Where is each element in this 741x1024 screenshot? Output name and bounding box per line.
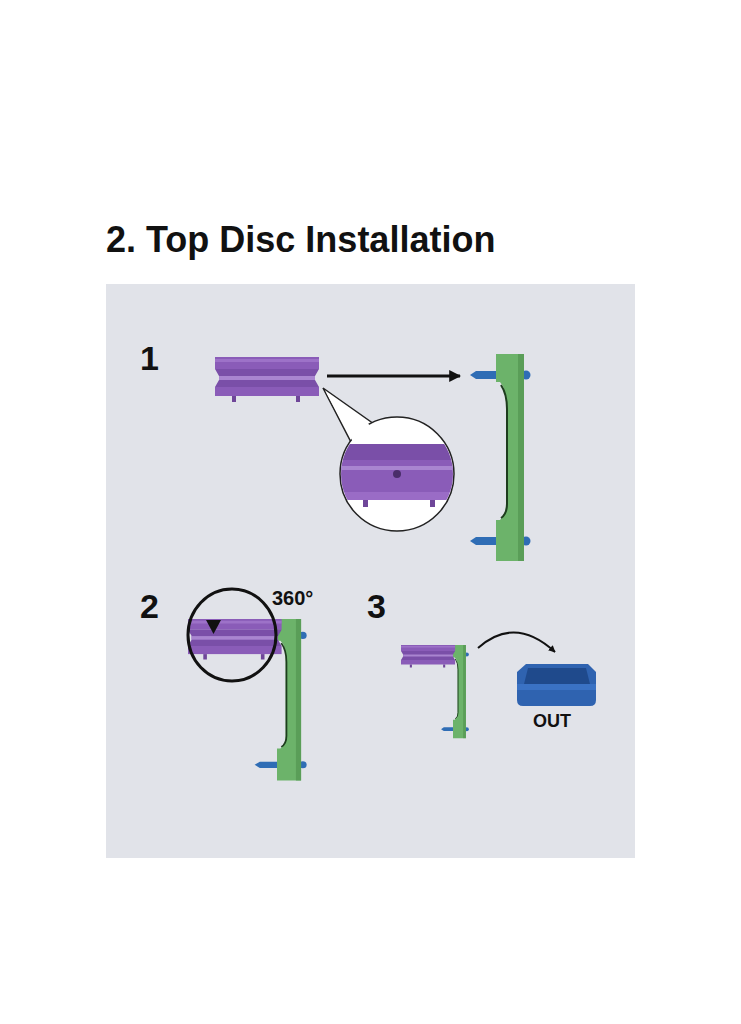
bin-label: OUT bbox=[533, 712, 571, 732]
bracket bbox=[470, 354, 531, 561]
out-bin bbox=[517, 664, 596, 706]
zoom-band bbox=[338, 460, 458, 492]
callout-join bbox=[326, 392, 371, 442]
zoom-detail bbox=[338, 444, 458, 507]
top-disc bbox=[401, 645, 455, 668]
step-number: 2 bbox=[140, 588, 159, 625]
rotation-arrowhead bbox=[206, 620, 221, 634]
rotation-label: 360° bbox=[272, 587, 313, 609]
bin-body bbox=[517, 664, 596, 706]
zoom-leg bbox=[430, 500, 435, 507]
bin-inside bbox=[524, 668, 590, 684]
panel bbox=[106, 284, 635, 858]
move-arrow bbox=[327, 375, 460, 378]
move-arrow bbox=[478, 632, 555, 652]
top-disc bbox=[215, 357, 319, 402]
zoom-band bbox=[338, 492, 458, 500]
rotation-loop bbox=[188, 589, 276, 681]
zoom-band bbox=[338, 444, 458, 460]
step-number: 1 bbox=[140, 340, 159, 377]
zoom-band bbox=[338, 466, 458, 470]
title: 2. Top Disc Installation bbox=[106, 220, 495, 260]
bin-rim bbox=[517, 684, 596, 690]
top-disc bbox=[188, 619, 282, 660]
zoom-hole bbox=[393, 470, 401, 478]
zoom-leg bbox=[363, 500, 368, 507]
step-number: 3 bbox=[367, 588, 386, 625]
